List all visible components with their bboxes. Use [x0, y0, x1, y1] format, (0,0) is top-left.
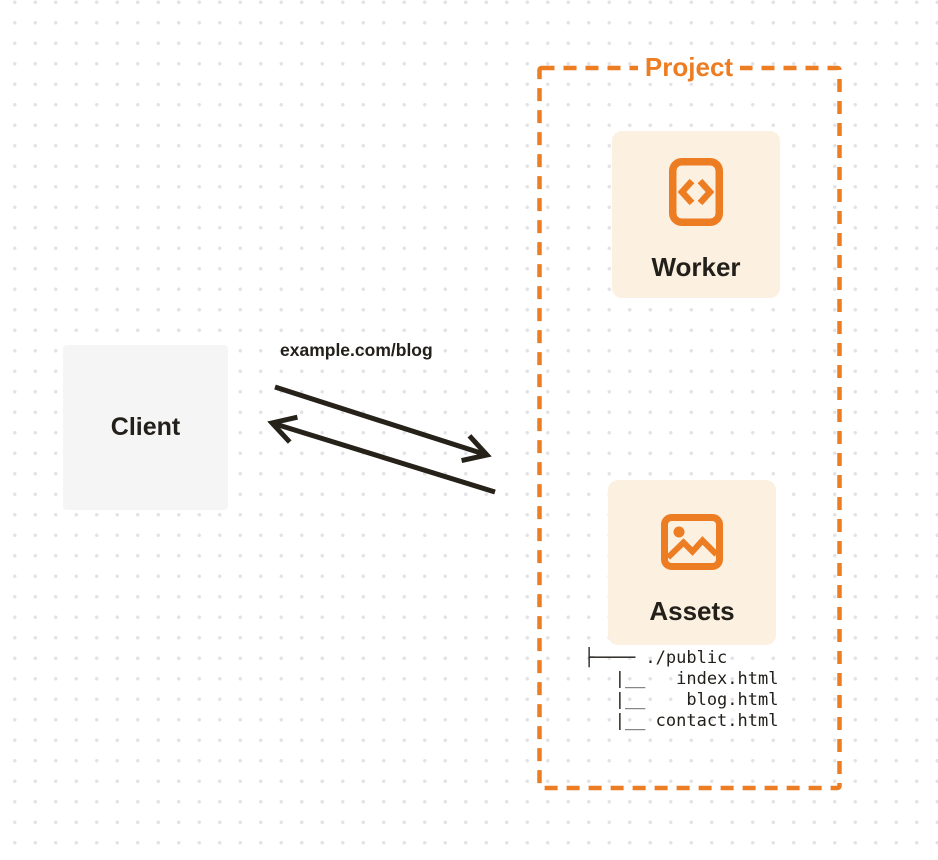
worker-label: Worker [651, 252, 741, 282]
response-arrow [267, 414, 496, 495]
assets-node: Assets [608, 480, 776, 645]
worker-node: Worker [612, 131, 780, 298]
client-node: Client [63, 345, 228, 510]
request-url-label: example.com/blog [280, 340, 433, 360]
client-label: Client [110, 413, 181, 441]
assets-file-tree: ├──── ./public |__ index.html |__ blog.h… [584, 648, 779, 731]
code-document-icon [669, 158, 723, 226]
image-icon [661, 514, 723, 570]
request-arrow [274, 384, 492, 464]
project-boundary-border [537, 65, 842, 791]
request-response-arrows [267, 384, 496, 495]
assets-label: Assets [649, 596, 735, 626]
